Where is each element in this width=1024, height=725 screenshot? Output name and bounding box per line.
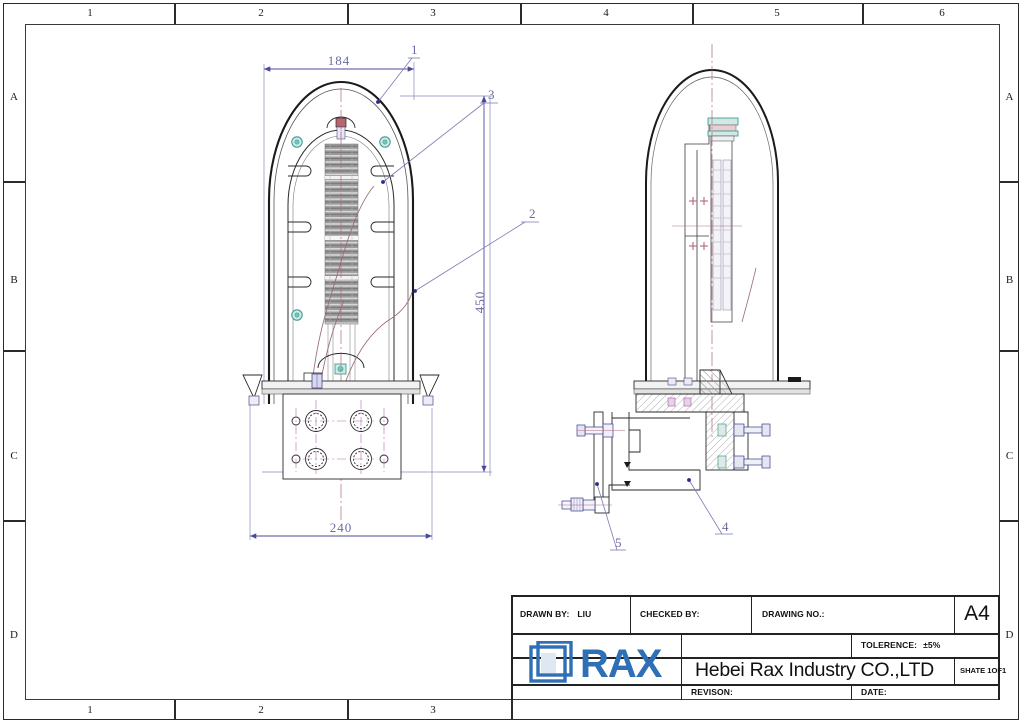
company-logo: RAX	[528, 640, 686, 687]
drawing-no-label: DRAWING NO.:	[762, 609, 825, 619]
zone-right-a: A	[1005, 91, 1014, 103]
checked-by-label: CHECKED BY:	[640, 609, 700, 619]
zone-left-b: B	[10, 274, 18, 286]
zone-top-2: 2	[258, 7, 264, 19]
sheet-size-text: A4	[964, 602, 990, 625]
zone-top-6: 6	[939, 7, 945, 19]
drawn-by-cell: DRAWN BY: LIU	[511, 595, 630, 633]
rax-logo-mark-icon	[529, 640, 573, 683]
company-name: Hebei Rax Industry CO.,LTD	[695, 659, 934, 681]
zone-top-4: 4	[603, 7, 609, 19]
zone-bottom-1: 1	[87, 704, 93, 716]
zone-bottom-2: 2	[258, 704, 264, 716]
date-cell: DATE:	[853, 684, 998, 700]
zone-top-1: 1	[87, 7, 93, 19]
zone-right-c: C	[1005, 450, 1014, 462]
drawing-no-cell: DRAWING NO.:	[753, 595, 954, 633]
company-cell: Hebei Rax Industry CO.,LTD	[683, 657, 954, 684]
date-label: DATE:	[861, 687, 887, 697]
zone-right-b: B	[1005, 274, 1014, 286]
sheet-count-cell: SHATE 1OF1	[956, 657, 1006, 684]
revision-label: REVISON:	[691, 687, 733, 697]
zone-left-a: A	[10, 91, 18, 103]
zone-left-d: D	[10, 629, 18, 641]
tolerance-value: ±5%	[923, 640, 941, 650]
zone-bottom-3: 3	[430, 704, 436, 716]
zone-top-3: 3	[430, 7, 436, 19]
zone-top-5: 5	[774, 7, 780, 19]
zone-right-d: D	[1005, 629, 1014, 641]
revision-cell: REVISON:	[683, 684, 851, 700]
rax-logo-text: RAX	[580, 642, 662, 686]
checked-by-cell: CHECKED BY:	[632, 595, 751, 633]
sheet-count-text: SHATE 1OF1	[960, 666, 1007, 675]
sheet-size-cell: A4	[956, 595, 998, 633]
tolerance-cell: TOLERENCE: ±5%	[853, 633, 998, 657]
drawn-by-value: LIU	[577, 609, 592, 619]
zone-left-c: C	[10, 450, 18, 462]
drawn-by-label: DRAWN BY:	[520, 609, 570, 619]
tolerance-label: TOLERENCE:	[861, 640, 918, 650]
title-block: DRAWN BY: LIU CHECKED BY: DRAWING NO.: A…	[511, 595, 1006, 700]
